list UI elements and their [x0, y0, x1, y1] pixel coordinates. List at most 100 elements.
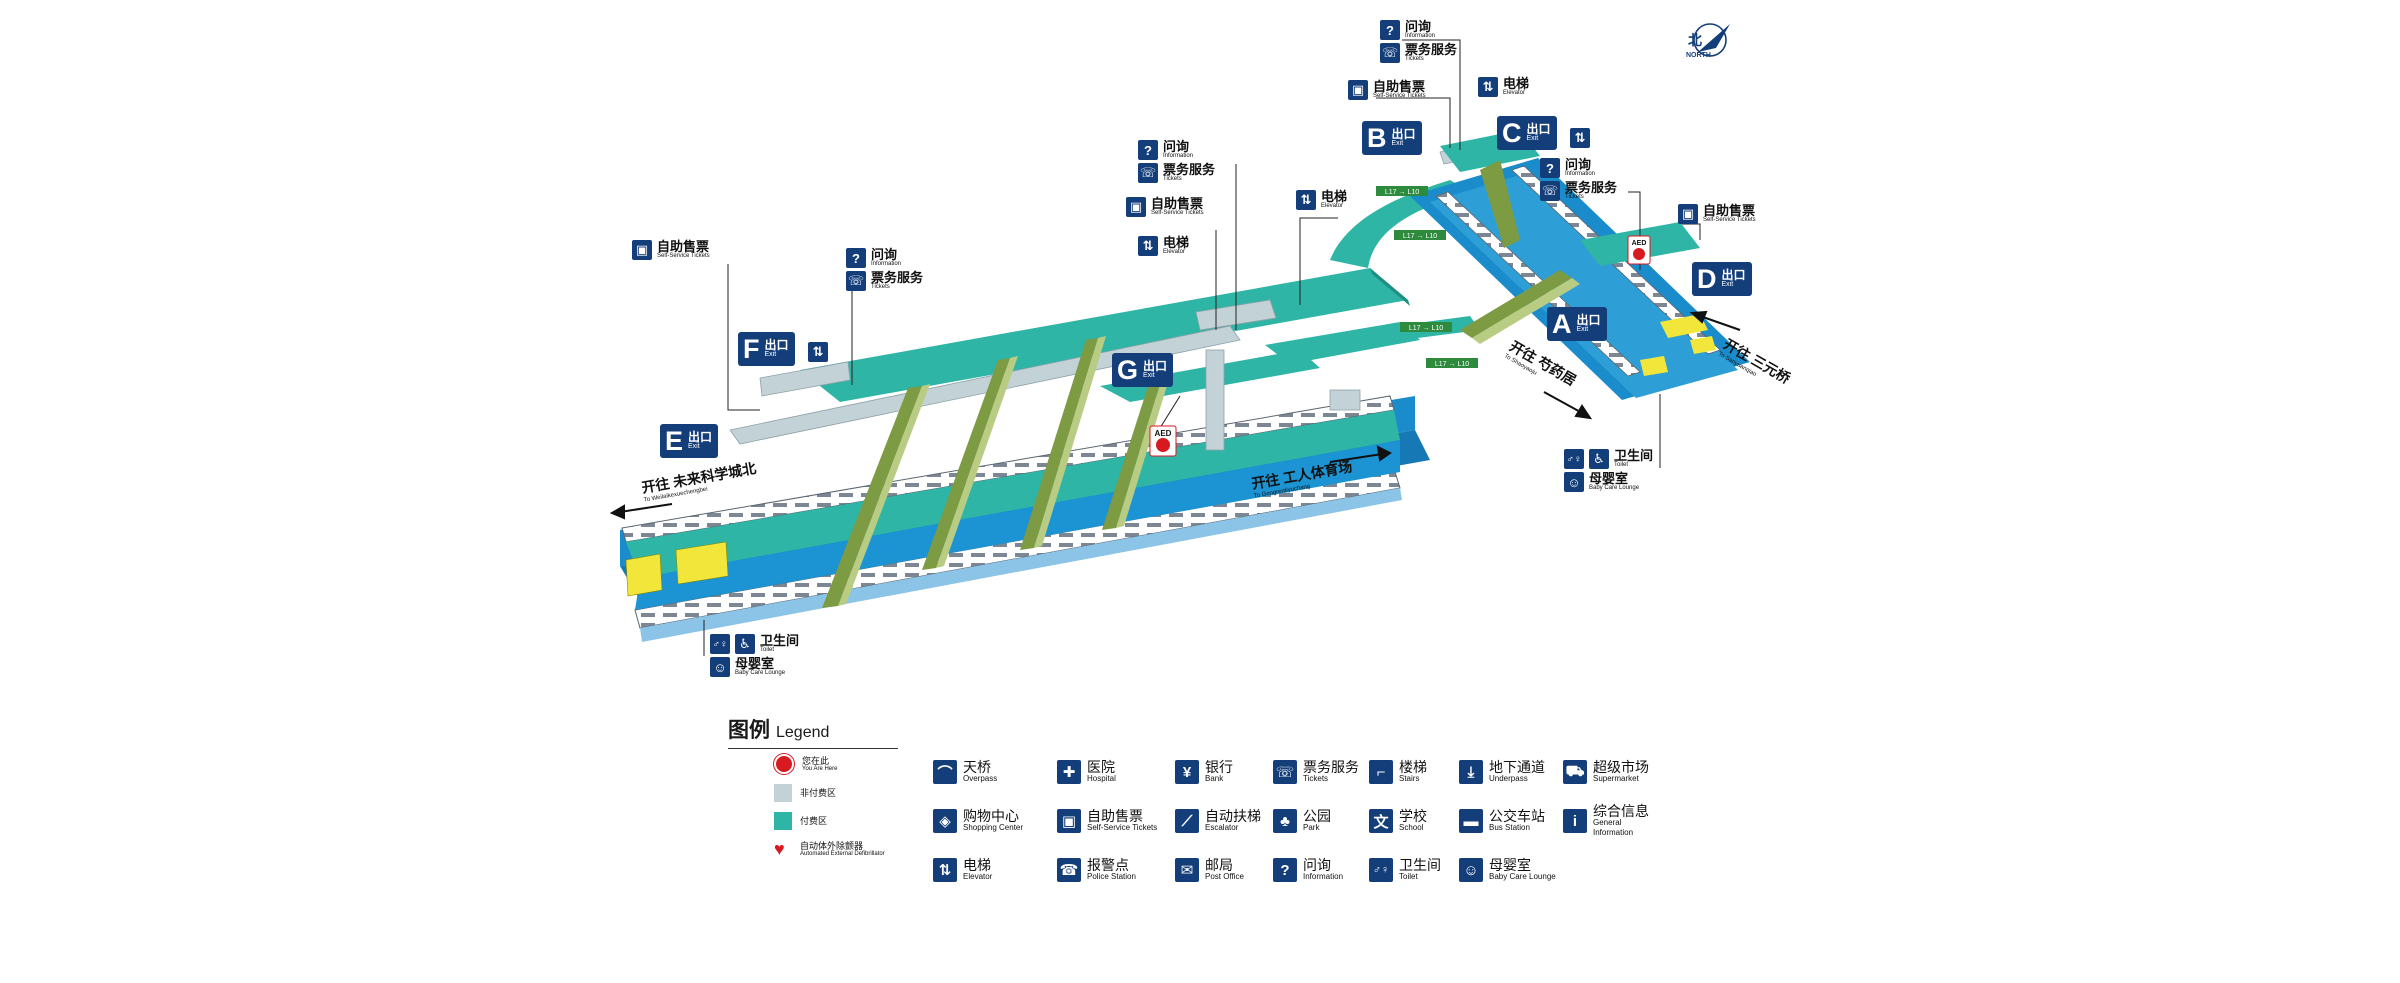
school-icon: 文: [1369, 809, 1393, 833]
tickets-icon: ☏: [1380, 43, 1400, 63]
legend-item-label-en: Park: [1303, 823, 1320, 832]
stairs-icon: ⌐: [1369, 760, 1393, 784]
accessible-toilet-icon: ♿: [735, 634, 755, 654]
legend-item-label-en: Tickets: [1303, 774, 1329, 783]
park-icon: ♣: [1273, 809, 1297, 833]
line-tag: L17 → L10: [1409, 325, 1443, 332]
legend-item-label: 天桥: [963, 759, 991, 775]
legend-item-label: 票务服务: [1303, 759, 1359, 775]
baby-care-icon: ☺: [1459, 858, 1483, 882]
aed-marker: AED: [1627, 235, 1651, 265]
legend-item-label: 母婴室: [1489, 857, 1531, 873]
elevator-icon: ⇅: [1138, 236, 1158, 256]
legend-item-label: 卫生间: [1399, 857, 1441, 873]
self-service-icon: ▣: [1678, 204, 1698, 224]
legend-item-label-en: Bus Station: [1489, 823, 1530, 832]
shopping-icon: ◈: [933, 809, 957, 833]
self-service-icon: ▣: [632, 240, 652, 260]
tickets-icon: ☏: [1273, 760, 1297, 784]
legend-item-label-en: General Information: [1593, 818, 1634, 837]
legend-key-paid: 付费区: [728, 812, 885, 830]
legend-item-label-en: Police Station: [1087, 872, 1136, 881]
self-service-icon: ▣: [1057, 809, 1081, 833]
legend-item-label-en: Toilet: [1399, 872, 1418, 881]
line-tag: L17 → L10: [1403, 233, 1437, 240]
underpass-icon: ⤓: [1459, 760, 1483, 784]
legend-item-label: 综合信息: [1593, 803, 1649, 819]
legend-item-label: 购物中心: [963, 808, 1019, 824]
self-service-icon: ▣: [1126, 197, 1146, 217]
svg-text:AED: AED: [1632, 240, 1647, 247]
legend-item-label: 公园: [1303, 808, 1331, 824]
yellow-zone: [1690, 336, 1716, 354]
legend-item-label-en: Stairs: [1399, 774, 1420, 783]
overpass-icon: ⌒: [933, 760, 957, 784]
legend-item-label-en: Hospital: [1087, 774, 1116, 783]
yellow-zone: [675, 541, 729, 585]
direction-arrows: [609, 310, 1741, 520]
legend-item-label-en: Self-Service Tickets: [1087, 823, 1158, 832]
legend-item-label: 邮局: [1205, 857, 1233, 873]
platform-paid-area: [626, 410, 1400, 578]
yellow-zone: [625, 553, 663, 597]
legend-item-label-en: Shopping Center: [963, 823, 1024, 832]
info-icon: ?: [1380, 20, 1400, 40]
baby-care-icon: ☺: [710, 657, 730, 677]
legend-item-label-en: Overpass: [963, 774, 998, 783]
svg-text:AED: AED: [1155, 429, 1172, 438]
general-info-icon: i: [1563, 809, 1587, 833]
accessible-toilet-icon: ♿: [1589, 449, 1609, 469]
legend-item-label-en: Escalator: [1205, 823, 1239, 832]
legend-divider: [728, 748, 898, 749]
baby-care-icon: ☺: [1564, 472, 1584, 492]
elevator-icon: ⇅: [1478, 77, 1498, 97]
elevator-icon: ⇅: [1570, 128, 1590, 148]
toilet-icon: ♂♀: [1564, 449, 1584, 469]
elevator-icon: ⇅: [1296, 190, 1316, 210]
yellow-zone: [1640, 356, 1668, 376]
elevator-icon: ⇅: [933, 858, 957, 882]
line-tag: L17 → L10: [1435, 361, 1469, 368]
info-icon: ?: [1540, 158, 1560, 178]
legend-item-label: 地下通道: [1489, 759, 1545, 775]
legend-item-label: 学校: [1399, 808, 1427, 824]
legend-item-label: 问询: [1303, 857, 1331, 873]
compass-zh: 北: [1688, 32, 1702, 48]
legend-item-label-en: Information: [1303, 872, 1344, 881]
tickets-icon: ☏: [846, 271, 866, 291]
escalators: [822, 336, 1170, 608]
legend-item-label: 银行: [1205, 759, 1233, 775]
toilet-icon: ♂♀: [710, 634, 730, 654]
info-icon: ?: [1273, 858, 1297, 882]
legend-key-unpaid: 非付费区: [728, 784, 885, 802]
